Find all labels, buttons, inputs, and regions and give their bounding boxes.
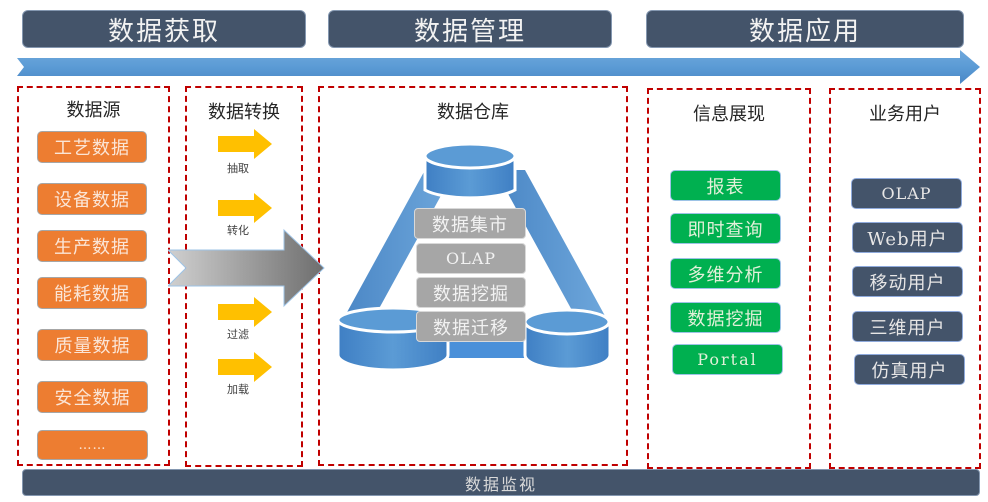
user-item-label: 移动用户 [869, 272, 946, 294]
transform-arrow-icon [218, 352, 272, 382]
display-item-label: 数据挖掘 [687, 308, 764, 330]
phase-label: 数据应用 [748, 16, 861, 47]
warehouse-layer: OLAP [416, 243, 526, 274]
phase-header-management: 数据管理 [328, 10, 612, 48]
transform-arrow-icon [218, 129, 272, 159]
warehouse-layer: 数据挖掘 [416, 277, 526, 308]
source-item-label: 质量数据 [54, 336, 131, 357]
warehouse-layer-label: OLAP [445, 249, 497, 268]
source-item: 生产数据 [37, 230, 147, 262]
phase-label: 数据获取 [107, 16, 220, 47]
source-item-label: 能耗数据 [54, 284, 130, 305]
display-item: 即时查询 [670, 213, 781, 244]
display-item-label: 报表 [706, 176, 745, 198]
monitoring-bar: 数据监视 [22, 469, 980, 496]
warehouse-layer-label: 数据迁移 [433, 317, 509, 339]
display-item: 数据挖掘 [670, 302, 781, 333]
user-item: 三维用户 [852, 311, 963, 342]
transform-arrow-icon [218, 193, 272, 223]
panel-title: 信息展现 [693, 104, 765, 125]
panel-title: 数据源 [66, 100, 121, 121]
flow-arrow-icon [168, 228, 325, 308]
user-item: 仿真用户 [854, 354, 965, 385]
source-item: 质量数据 [37, 329, 148, 361]
display-item: 多维分析 [670, 258, 781, 289]
warehouse-layer: 数据集市 [414, 208, 526, 239]
transform-step-label: 抽取 [227, 162, 249, 175]
timeline-arrow [17, 50, 980, 84]
source-item-label: 生产数据 [54, 237, 130, 258]
cylinder-top-icon [423, 142, 517, 200]
warehouse-layer: 数据迁移 [416, 311, 526, 342]
source-item-more: …… [37, 430, 148, 460]
source-item: 工艺数据 [37, 131, 147, 163]
display-item: 报表 [670, 170, 781, 201]
user-item-label: OLAP [881, 184, 932, 203]
transform-arrow-icon [218, 297, 272, 327]
source-item-label: 工艺数据 [54, 138, 130, 159]
display-item-label: 即时查询 [687, 219, 764, 241]
transform-step-label: 转化 [227, 224, 249, 237]
transform-step-label: 加载 [227, 383, 249, 396]
phase-label: 数据管理 [413, 16, 526, 47]
display-item-label: 多维分析 [687, 264, 764, 286]
phase-header-acquisition: 数据获取 [22, 10, 306, 48]
user-item: OLAP [851, 178, 962, 209]
phase-header-application: 数据应用 [646, 10, 964, 48]
source-item-label: 设备数据 [54, 190, 130, 211]
source-item: 安全数据 [37, 381, 148, 413]
display-item: Portal [672, 344, 783, 375]
warehouse-layer-label: 数据挖掘 [433, 283, 509, 305]
source-item-label: 安全数据 [54, 388, 131, 409]
monitoring-label: 数据监视 [464, 474, 537, 494]
warehouse-layer-label: 数据集市 [432, 214, 508, 236]
cylinder-right-icon [523, 308, 612, 371]
panel-title: 业务用户 [869, 104, 941, 125]
user-item-label: 仿真用户 [871, 360, 948, 382]
user-item-label: 三维用户 [869, 317, 946, 339]
panel-title: 数据仓库 [437, 102, 509, 123]
source-item: 设备数据 [37, 183, 147, 215]
source-item-label: …… [78, 437, 107, 453]
user-item-label: Web用户 [867, 228, 948, 250]
user-item: 移动用户 [852, 266, 963, 297]
source-item: 能耗数据 [37, 277, 147, 309]
transform-step-label: 过滤 [227, 328, 249, 341]
display-item-label: Portal [697, 350, 758, 369]
user-item: Web用户 [852, 222, 963, 253]
panel-title: 数据转换 [208, 102, 280, 123]
